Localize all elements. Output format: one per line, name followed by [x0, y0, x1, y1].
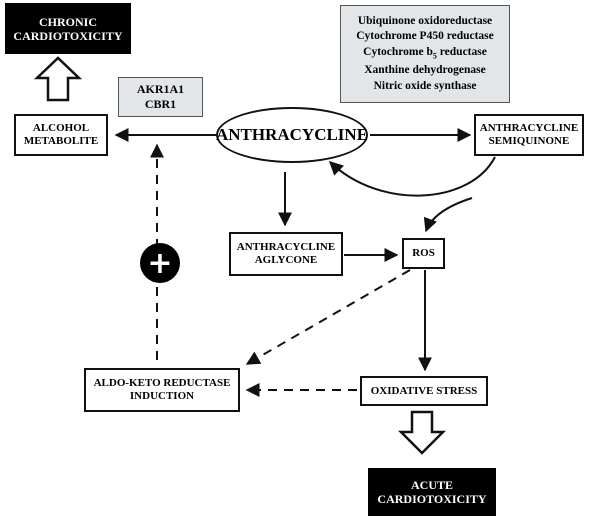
arrow-semiquinone-to-anthracycline: [328, 156, 496, 197]
semiquinone-line1: ANTHRACYCLINE: [479, 122, 579, 134]
enzyme-akr1a1: AKR1A1: [136, 82, 185, 96]
enzymes-reductase-box: Ubiquinone oxidoreductase Cytochrome P45…: [340, 5, 510, 103]
anthracycline-aglycone-box: ANTHRACYCLINE AGLYCONE: [229, 232, 343, 276]
anthracycline-semiquinone-box: ANTHRACYCLINE SEMIQUINONE: [474, 114, 584, 156]
oxidative-stress-box: OXIDATIVE STRESS: [360, 376, 488, 406]
chronic-line2: CARDIOTOXICITY: [13, 28, 123, 43]
acute-cardiotoxicity-box: ACUTE CARDIOTOXICITY: [368, 468, 496, 516]
enzyme-cytochrome-b5: Cytochrome b5 reductase: [363, 45, 487, 60]
anthracycline-label: ANTHRACYCLINE: [215, 125, 369, 144]
enzymes-akr-cbr-box: AKR1A1 CBR1: [118, 77, 203, 117]
alcohol-line1: ALCOHOL: [32, 122, 90, 134]
enzyme-nos: Nitric oxide synthase: [373, 79, 477, 92]
semiquinone-line2: SEMIQUINONE: [488, 135, 570, 147]
alcohol-metabolite-box: ALCOHOL METABOLITE: [14, 114, 108, 156]
oxidative-stress-label: OXIDATIVE STRESS: [370, 384, 478, 397]
enzyme-p450: Cytochrome P450 reductase: [356, 30, 494, 43]
alcohol-line2: METABOLITE: [23, 135, 99, 147]
hollow-arrow-acute: [397, 410, 447, 455]
arrow-semiquinone-to-ros: [423, 197, 473, 233]
enzyme-xanthine: Xanthine dehydrogenase: [364, 64, 486, 77]
ros-label: ROS: [412, 247, 435, 259]
aglycone-line1: ANTHRACYCLINE: [236, 241, 336, 253]
chronic-cardiotoxicity-box: CHRONIC CARDIOTOXICITY: [5, 3, 131, 54]
chronic-line1: CHRONIC: [38, 14, 97, 29]
akr-induction-line2: INDUCTION: [129, 390, 195, 402]
anthracycline-ellipse: ANTHRACYCLINE: [216, 107, 368, 163]
arrow-ros-to-akr-dashed: [245, 269, 411, 365]
hollow-arrow-chronic: [33, 56, 83, 102]
acute-line1: ACUTE: [410, 478, 453, 492]
plus-symbol: +: [147, 246, 172, 281]
aldo-keto-reductase-induction-box: ALDO-KETO REDUCTASE INDUCTION: [84, 368, 240, 412]
acute-line2: CARDIOTOXICITY: [377, 492, 487, 506]
plus-circle-icon: [140, 243, 180, 283]
aglycone-line2: AGLYCONE: [254, 254, 318, 266]
ros-box: ROS: [402, 238, 445, 269]
enzyme-cbr1: CBR1: [144, 97, 177, 111]
enzyme-ubiquinone: Ubiquinone oxidoreductase: [357, 14, 493, 27]
akr-induction-line1: ALDO-KETO REDUCTASE: [93, 377, 231, 389]
